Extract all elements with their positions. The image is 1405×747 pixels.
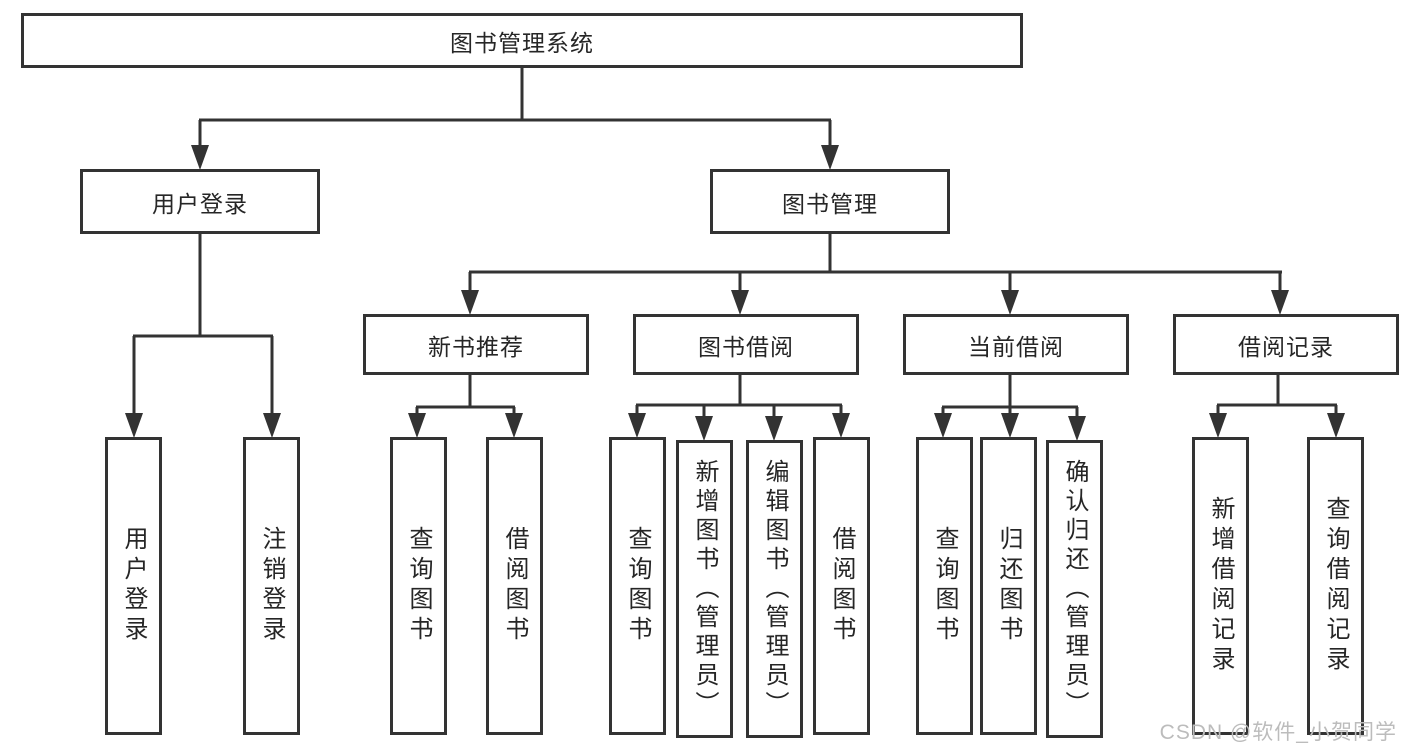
- node-current-borrowing: 当前借阅: [903, 314, 1129, 375]
- leaf-edit-books-admin: 编辑图书（管理员）: [746, 440, 803, 738]
- leaf-query-books-current: 查询图书: [916, 437, 973, 735]
- leaf-query-books-borrow: 查询图书: [609, 437, 666, 735]
- node-book-borrowing: 图书借阅: [633, 314, 859, 375]
- leaf-return-books: 归还图书: [980, 437, 1037, 735]
- csdn-watermark: CSDN @软件_小贺同学: [1159, 721, 1397, 744]
- node-library-management-system: 图书管理系统: [21, 13, 1023, 68]
- leaf-borrow-books: 借阅图书: [813, 437, 870, 735]
- leaf-logout: 注销登录: [243, 437, 300, 735]
- leaf-query-books-recommend: 查询图书: [390, 437, 447, 735]
- leaf-add-books-admin: 新增图书（管理员）: [676, 440, 733, 738]
- leaf-confirm-return-admin: 确认归还（管理员）: [1046, 440, 1103, 738]
- leaf-query-borrow-record: 查询借阅记录: [1307, 437, 1364, 735]
- node-borrowing-records: 借阅记录: [1173, 314, 1399, 375]
- leaf-user-login: 用户登录: [105, 437, 162, 735]
- leaf-borrow-books-recommend: 借阅图书: [486, 437, 543, 735]
- node-book-management: 图书管理: [710, 169, 950, 234]
- leaf-add-borrow-record: 新增借阅记录: [1192, 437, 1249, 735]
- node-user-login: 用户登录: [80, 169, 320, 234]
- node-new-book-recommendation: 新书推荐: [363, 314, 589, 375]
